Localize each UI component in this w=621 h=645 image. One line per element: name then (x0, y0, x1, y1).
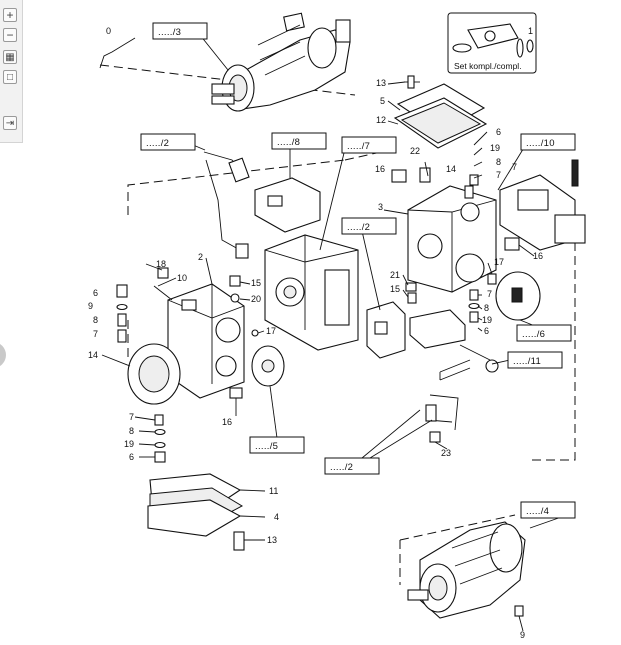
part-number: 14 (88, 350, 98, 360)
export-button[interactable]: ⇥ (3, 116, 17, 130)
part-number: 7 (512, 162, 517, 172)
center-valve-block (366, 301, 406, 359)
part-number: 8 (93, 315, 98, 325)
ref-pump-top: ...../3 (158, 27, 181, 38)
reference-labels: ...../3 ...../2 ...../8 ...../7 ...../10… (140, 22, 576, 519)
pipe-line-upper (203, 151, 250, 259)
part-number: 9 (88, 301, 93, 311)
upper-valve-block (254, 177, 321, 233)
part-number: 23 (441, 448, 451, 458)
part-number: 19 (124, 439, 134, 449)
part-number: 21 (390, 270, 400, 280)
part-number: 6 (484, 326, 489, 336)
part-number: 13 (376, 78, 386, 88)
ref-valve: ...../8 (277, 137, 300, 148)
part-number: 5 (380, 96, 385, 106)
ref-center-body: ...../7 (347, 141, 370, 152)
fitting-assembly (409, 309, 499, 373)
fit-page-button[interactable]: □ (3, 70, 17, 84)
bottom-cover-plate (147, 473, 245, 551)
part-number: 8 (129, 426, 134, 436)
part-number: 6 (93, 288, 98, 298)
part-number: 1 (528, 26, 533, 36)
bottom-pump-assembly (407, 521, 526, 619)
part-number: 8 (484, 303, 489, 313)
right-cover-disc (495, 271, 541, 321)
part-number: 7 (93, 329, 98, 339)
part-number: 16 (375, 164, 385, 174)
ref-fitting: ...../11 (513, 356, 541, 367)
part-number: 10 (177, 273, 187, 283)
part-number: 7 (129, 412, 134, 422)
part-numbers: 0 1 13 5 12 6 19 8 7 22 14 16 3 16 17 7 … (88, 26, 543, 640)
part-number: 20 (251, 294, 261, 304)
part-number: 17 (494, 257, 504, 267)
part-number: 8 (496, 157, 501, 167)
left-cover-disc (251, 345, 285, 387)
ref-pipes-bottom: ...../2 (330, 462, 353, 473)
ref-cover-right: ...../6 (522, 329, 545, 340)
part-number: 12 (376, 115, 386, 125)
leader-lines (99, 29, 571, 632)
left-housing-block (127, 283, 245, 405)
part-number: 11 (269, 486, 278, 496)
ref-pipe: ...../2 (146, 138, 169, 149)
ref-right-valve: ...../10 (526, 138, 555, 149)
part-number: 6 (496, 127, 501, 137)
part-number: 9 (520, 630, 525, 640)
top-pump-assembly (211, 12, 351, 112)
part-number: 19 (490, 143, 500, 153)
fit-grid-button[interactable]: ▦ (3, 50, 17, 64)
part-number: 17 (266, 326, 276, 336)
top-cover-plate (393, 75, 488, 149)
part-number: 13 (267, 535, 277, 545)
part-number: 4 (274, 512, 279, 522)
part-number: 18 (156, 259, 166, 269)
ref-pump-bottom: ...../4 (526, 506, 549, 517)
part-number: 2 (198, 252, 203, 262)
part-number: 19 (482, 315, 492, 325)
part-number: 14 (446, 164, 456, 174)
part-number: 15 (390, 284, 400, 294)
ref-cover-left: ...../5 (255, 441, 278, 452)
pipe-lines-lower (425, 359, 471, 431)
viewer-toolbar: + − ▦ □ ⇥ (0, 0, 23, 143)
gasket-set-inset: Set kompl./compl. (447, 12, 537, 74)
main-housing-block (407, 167, 497, 293)
part-number: 7 (487, 289, 492, 299)
set-complete-label: Set kompl./compl. (454, 61, 522, 71)
part-number: 0 (106, 26, 111, 36)
part-number: 6 (129, 452, 134, 462)
part-number: 16 (533, 251, 543, 261)
zoom-in-button[interactable]: + (3, 8, 17, 22)
ref-center-valve: ...../2 (347, 222, 370, 233)
right-valve-assembly (499, 159, 586, 251)
part-number: 15 (251, 278, 261, 288)
center-body-block (264, 234, 359, 351)
small-fittings-left (116, 161, 520, 463)
part-number: 3 (378, 202, 383, 212)
part-number: 7 (496, 170, 501, 180)
side-panel-handle[interactable] (0, 342, 6, 368)
part-number: 16 (222, 417, 232, 427)
zoom-out-button[interactable]: − (3, 28, 17, 42)
part-number: 22 (410, 146, 420, 156)
